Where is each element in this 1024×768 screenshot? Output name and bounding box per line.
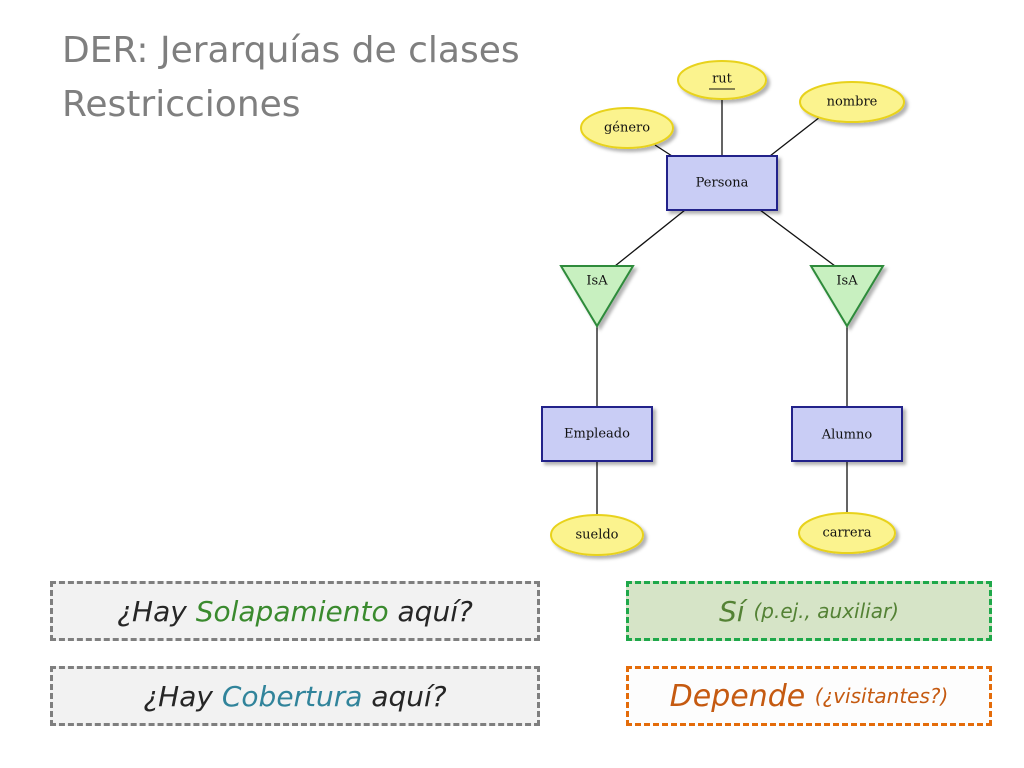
answer-solapamiento-main: Sí: [719, 594, 745, 628]
title-line-2: Restricciones: [62, 84, 301, 125]
question-cobertura-keyword: Cobertura: [221, 679, 363, 713]
question-cobertura-pre: ¿Hay: [143, 679, 222, 713]
title-line-1: DER: Jerarquías de clases: [62, 30, 520, 71]
attribute-nombre: nombre: [799, 81, 905, 123]
slide-title: DER: Jerarquías de clases Restricciones: [62, 24, 520, 132]
question-cobertura-post: aquí?: [362, 679, 447, 713]
answer-solapamiento-detail: (p.ej., auxiliar): [753, 599, 899, 623]
attribute-genero: género: [580, 107, 674, 149]
attribute-sueldo-label: sueldo: [575, 528, 618, 543]
attribute-carrera: carrera: [798, 512, 896, 554]
isa-left-label: IsA: [586, 274, 608, 289]
answer-cobertura-detail: (¿visitantes?): [814, 684, 949, 708]
answer-cobertura-box: Depende (¿visitantes?): [626, 666, 992, 726]
entity-persona: Persona: [666, 155, 778, 211]
attribute-nombre-label: nombre: [827, 95, 878, 110]
line-genero-persona: [654, 144, 673, 157]
attribute-carrera-label: carrera: [822, 526, 871, 541]
line-persona-isa-left: [614, 209, 686, 267]
attribute-rut: rut: [677, 60, 767, 100]
question-solapamiento-box: ¿Hay Solapamiento aquí?: [50, 581, 540, 641]
question-cobertura-box: ¿Hay Cobertura aquí?: [50, 666, 540, 726]
attribute-sueldo: sueldo: [550, 514, 644, 556]
question-solapamiento-post: aquí?: [388, 594, 473, 628]
answer-solapamiento-box: Sí (p.ej., auxiliar): [626, 581, 992, 641]
answer-cobertura-main: Depende: [669, 678, 806, 714]
isa-right: IsA: [809, 265, 885, 328]
isa-left: IsA: [559, 265, 635, 328]
attribute-rut-label: rut: [712, 72, 733, 87]
isa-right-label: IsA: [836, 274, 858, 289]
entity-empleado: Empleado: [541, 406, 653, 462]
question-solapamiento-keyword: Solapamiento: [195, 594, 389, 628]
line-nombre-persona: [769, 116, 821, 157]
attribute-genero-label: género: [604, 121, 650, 136]
entity-empleado-label: Empleado: [564, 427, 630, 442]
entity-alumno: Alumno: [791, 406, 903, 462]
connector-lines: [596, 99, 848, 518]
entity-alumno-label: Alumno: [821, 428, 873, 443]
question-solapamiento-pre: ¿Hay: [117, 594, 196, 628]
line-persona-isa-right: [759, 209, 836, 267]
entity-persona-label: Persona: [696, 176, 749, 191]
